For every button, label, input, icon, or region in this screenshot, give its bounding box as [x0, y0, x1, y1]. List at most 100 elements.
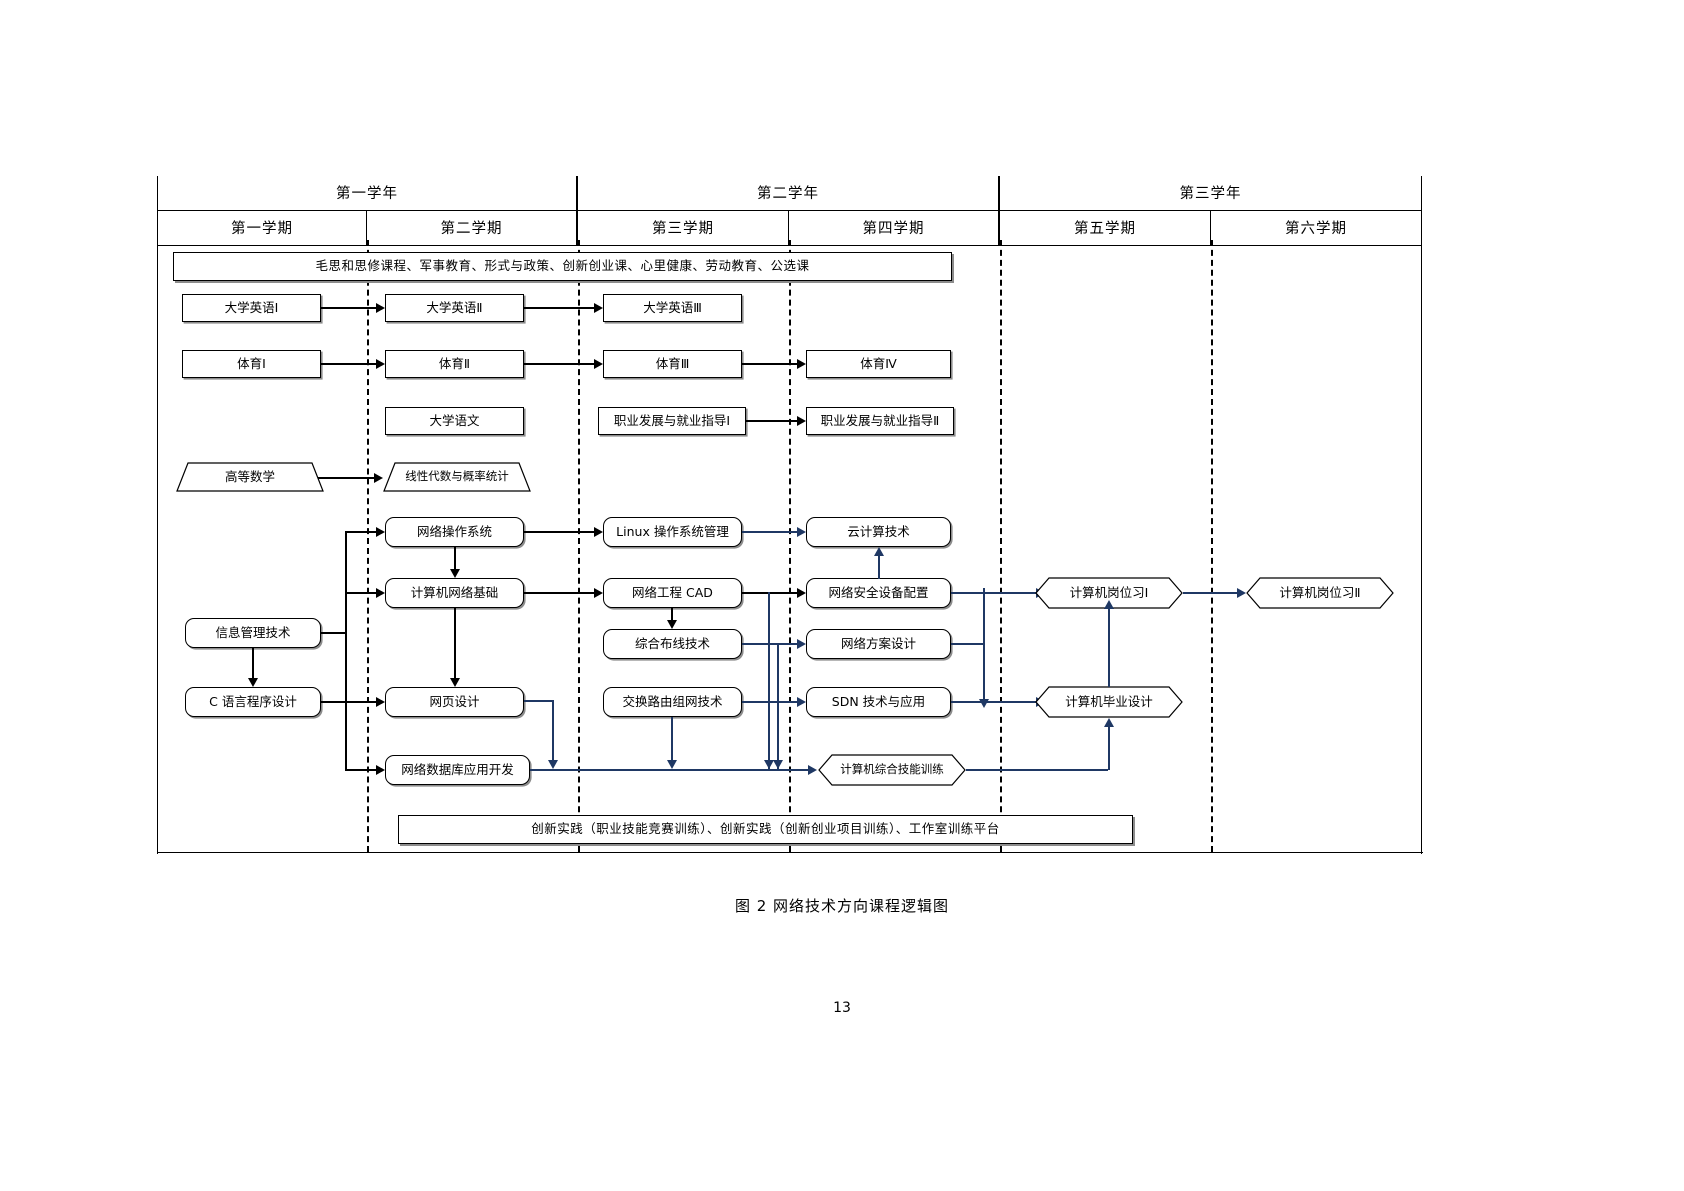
arrow-head-switchroute-sdn	[797, 697, 806, 707]
course-advanced-math[interactable]: 高等数学	[176, 462, 324, 492]
course-web-design[interactable]: 网页设计	[385, 687, 524, 717]
course-linear-algebra-label: 线性代数与概率统计	[405, 469, 509, 484]
arrow-line-math-linear	[318, 477, 374, 479]
course-switching-routing[interactable]: 交换路由组网技术	[603, 687, 742, 717]
course-english-1[interactable]: 大学英语Ⅰ	[182, 294, 321, 322]
course-c-language[interactable]: C 语言程序设计	[185, 687, 321, 717]
frame-right-edge	[1421, 176, 1423, 854]
course-sdn[interactable]: SDN 技术与应用	[806, 687, 951, 717]
line-cad-to-cabling	[671, 608, 673, 620]
arrow-head-cad-netsecurity	[797, 588, 806, 598]
arrow-head-bus-netos	[376, 527, 385, 537]
frame-left-edge	[157, 176, 159, 854]
course-graduation-design-label: 计算机毕业设计	[1065, 693, 1153, 709]
page-number: 13	[833, 1000, 851, 1016]
line-netos-to-netbasics	[454, 547, 456, 569]
course-graduation-design[interactable]: 计算机毕业设计	[1035, 686, 1183, 718]
innovation-practice-banner: 创新实践（职业技能竞赛训练）、创新实践（创新创业项目训练）、工作室训练平台	[398, 815, 1133, 844]
arrow-head-bus-cabling-down	[773, 760, 783, 769]
arrow-head-internship1-internship2	[1237, 588, 1246, 598]
arrow-head-bus-netdb	[376, 765, 385, 775]
arrow-line-pe1-pe2	[321, 363, 376, 365]
course-structured-cabling[interactable]: 综合布线技术	[603, 629, 742, 659]
line-webdesign-bus-down	[552, 700, 554, 762]
line-bus-to-netos	[345, 531, 376, 533]
line-training-up-to-graduation	[1108, 727, 1110, 770]
divider-sem4-sem5	[1000, 240, 1002, 852]
line-webdesign-bus	[524, 700, 554, 702]
course-internship-1[interactable]: 计算机岗位习Ⅰ	[1035, 577, 1183, 609]
hexagon-shape-internship2	[1246, 577, 1394, 609]
bus-vertical-left	[345, 531, 347, 634]
course-pe-3[interactable]: 体育Ⅲ	[603, 350, 742, 378]
line-netos-to-linux	[524, 531, 594, 533]
line-netbasics-to-webdesign	[454, 608, 456, 678]
course-advanced-math-label: 高等数学	[224, 468, 275, 484]
arrow-head-cabling-netplan	[797, 639, 806, 649]
arrow-head-pe1-pe2	[376, 359, 385, 369]
figure-caption: 图 2 网络技术方向课程逻辑图	[734, 897, 950, 915]
arrow-line-english2-english3	[524, 307, 594, 309]
line-training-right	[966, 769, 1108, 771]
course-pe-2[interactable]: 体育Ⅱ	[385, 350, 524, 378]
course-linux-admin[interactable]: Linux 操作系统管理	[603, 517, 742, 547]
academic-year-row: 第一学年 第二学年 第三学年	[157, 176, 1422, 211]
course-linear-algebra[interactable]: 线性代数与概率统计	[383, 462, 531, 492]
hexagon-shape-training	[818, 754, 966, 786]
arrow-head-pe3-pe4	[797, 359, 806, 369]
general-education-banner: 毛思和思修课程、军事教育、形式与政策、创新创业课、心里健康、劳动教育、公选课	[173, 252, 952, 281]
course-english-2[interactable]: 大学英语Ⅱ	[385, 294, 524, 322]
bus-cabling-vertical	[777, 643, 779, 770]
hexagon-shape-graduation	[1035, 686, 1183, 718]
course-network-database-dev[interactable]: 网络数据库应用开发	[385, 755, 530, 785]
arrow-head-infomgmt-clang	[248, 678, 258, 687]
semester-header-1: 第一学期	[157, 211, 367, 246]
course-college-chinese[interactable]: 大学语文	[385, 407, 524, 435]
course-info-management-tech[interactable]: 信息管理技术	[185, 618, 321, 648]
arrow-head-pe2-pe3	[594, 359, 603, 369]
arrow-head-bus-cad-down	[764, 760, 774, 769]
arrow-head-career1-career2	[797, 416, 806, 426]
arrow-head-netsecurity-cloud	[874, 547, 884, 556]
arrow-line-english1-english2	[321, 307, 376, 309]
course-comprehensive-skill-training[interactable]: 计算机综合技能训练	[818, 754, 966, 786]
divider-sem3-sem4	[789, 240, 791, 852]
course-pe-4[interactable]: 体育Ⅳ	[806, 350, 951, 378]
divider-sem5-sem6	[1211, 240, 1213, 852]
line-bus-to-netdb	[345, 769, 376, 771]
line-bus-to-netbasics	[345, 592, 376, 594]
course-english-3[interactable]: 大学英语Ⅲ	[603, 294, 742, 322]
arrow-head-netos-netbasics	[450, 569, 460, 578]
divider-sem2-sem3	[578, 240, 580, 852]
arrow-line-pe2-pe3	[524, 363, 594, 365]
hexagon-shape-internship1	[1035, 577, 1183, 609]
arrow-head-netbasics-webdesign	[450, 678, 460, 687]
arrow-line-career1-career2	[746, 420, 797, 422]
arrow-head-netbasics-cad	[594, 588, 603, 598]
course-cloud-computing[interactable]: 云计算技术	[806, 517, 951, 547]
course-internship-2[interactable]: 计算机岗位习Ⅱ	[1246, 577, 1394, 609]
line-internship1-to-internship2	[1183, 592, 1237, 594]
course-pe-1[interactable]: 体育Ⅰ	[182, 350, 321, 378]
arrow-head-english2-english3	[594, 303, 603, 313]
semester-row: 第一学期 第二学期 第三学期 第四学期 第五学期 第六学期	[157, 211, 1422, 246]
arrow-head-netplan-down	[979, 699, 989, 708]
arrow-line-pe3-pe4	[742, 363, 797, 365]
semester-header-5: 第五学期	[1000, 211, 1211, 246]
line-netbasics-to-cad	[524, 592, 594, 594]
hexagon-shape-linear-algebra	[383, 462, 531, 492]
course-computer-network-basics[interactable]: 计算机网络基础	[385, 578, 524, 608]
arrow-head-math-linear	[374, 473, 383, 483]
arrow-head-webdesign-bus	[548, 760, 558, 769]
line-sdn-to-graduation	[951, 701, 1036, 703]
course-network-cad[interactable]: 网络工程 CAD	[603, 578, 742, 608]
semester-header-4: 第四学期	[789, 211, 1000, 246]
course-network-solution-design[interactable]: 网络方案设计	[806, 629, 951, 659]
course-career-guidance-1[interactable]: 职业发展与就业指导Ⅰ	[598, 407, 746, 435]
semester-header-table: 第一学年 第二学年 第三学年 第一学期 第二学期 第三学期 第四学期 第五学期 …	[157, 176, 1422, 246]
course-network-security-config[interactable]: 网络安全设备配置	[806, 578, 951, 608]
line-netplan-vertical	[983, 588, 985, 701]
course-career-guidance-2[interactable]: 职业发展与就业指导Ⅱ	[806, 407, 954, 435]
course-network-operating-system[interactable]: 网络操作系统	[385, 517, 524, 547]
